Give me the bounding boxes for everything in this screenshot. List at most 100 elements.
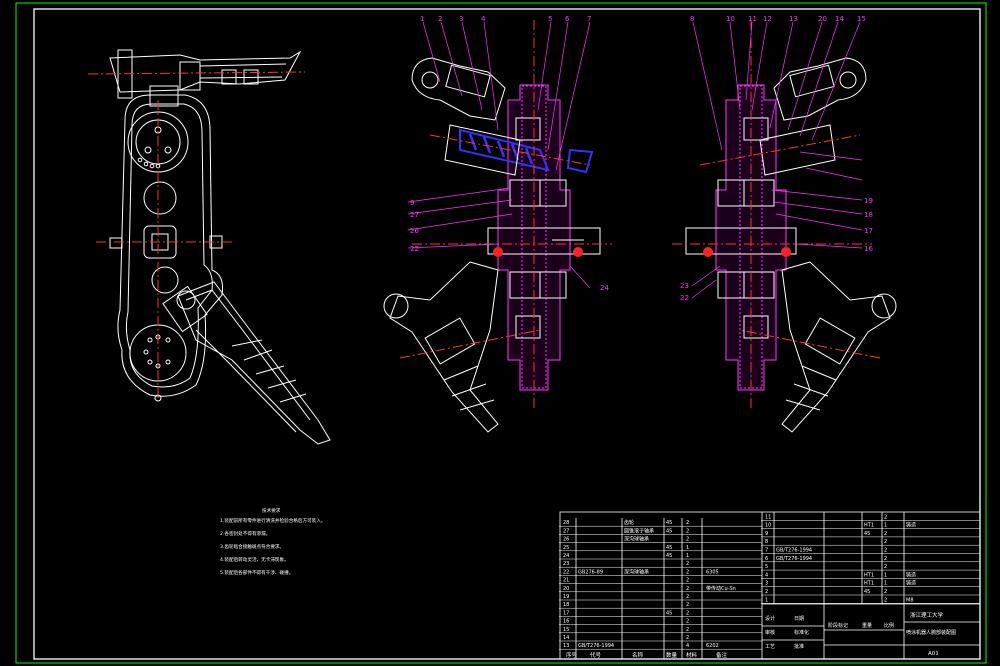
bom-cell: 19 bbox=[563, 594, 569, 600]
bom-cell: 2 bbox=[884, 548, 887, 554]
balloon-20: 20 bbox=[818, 15, 827, 23]
side-view bbox=[87, 49, 331, 445]
balloon-7: 7 bbox=[587, 15, 591, 23]
balloon-5: 5 bbox=[548, 15, 552, 23]
bom-cell: 14 bbox=[563, 635, 569, 641]
bom-cell: 1 bbox=[884, 581, 887, 587]
balloon-9: 9 bbox=[410, 199, 414, 207]
bom-cell: GB276-89 bbox=[578, 569, 603, 575]
bom-cell: 深沟球轴承 bbox=[624, 536, 649, 543]
bom-cell: 45 bbox=[666, 610, 672, 616]
sign-date: 日期 bbox=[794, 616, 804, 622]
bom-cell: 圆锥滚子轴承 bbox=[624, 527, 654, 534]
bom-cell: 11 bbox=[765, 514, 771, 520]
balloon-3: 3 bbox=[459, 15, 463, 23]
bom-cell: 10 bbox=[765, 523, 771, 529]
bom-cell: 45 bbox=[666, 545, 672, 551]
weight-label: 重量 bbox=[862, 622, 872, 629]
bom-cell: 2 bbox=[686, 537, 689, 543]
school-name: 浙江理工大学 bbox=[910, 611, 944, 619]
balloon-19: 19 bbox=[864, 197, 873, 205]
balloon-22r: 22 bbox=[680, 294, 689, 302]
balloon-16: 16 bbox=[864, 245, 873, 253]
bom-cell: 26 bbox=[563, 537, 569, 543]
bom-cell: HT1 bbox=[864, 581, 874, 587]
bom-cell: 13 bbox=[563, 643, 569, 649]
balloon-4: 4 bbox=[481, 15, 486, 23]
balloon-23: 23 bbox=[680, 282, 689, 290]
bom-header-code: 代号 bbox=[590, 651, 602, 659]
bom-cell: 45 bbox=[666, 553, 672, 559]
bom-cell: 2 bbox=[686, 602, 689, 608]
bom-cell: 8 bbox=[765, 539, 768, 545]
title-block bbox=[559, 511, 981, 660]
bom-cell: 18 bbox=[563, 602, 569, 608]
bom-cell: HT1 bbox=[864, 572, 874, 578]
bom-cell: 2 bbox=[686, 586, 689, 592]
bom-cell: 28 bbox=[563, 520, 569, 526]
bom-cell: 5 bbox=[765, 564, 768, 570]
bom-cell: 2 bbox=[686, 594, 689, 600]
bom-cell: 2 bbox=[884, 514, 887, 520]
bom-cell: 2 bbox=[686, 561, 689, 567]
bom-cell: M8 bbox=[906, 597, 914, 603]
sign-approve: 批准 bbox=[794, 643, 804, 650]
bom-cell: 2 bbox=[884, 539, 887, 545]
bom-cell: 2 bbox=[686, 569, 689, 575]
sign-standard: 标准化 bbox=[794, 629, 809, 636]
bom-cell: 24 bbox=[563, 553, 569, 559]
outer-frame bbox=[15, 2, 987, 664]
bom-cell: 3 bbox=[765, 581, 768, 587]
technical-notes: 技术要求 1.装配前所有零件进行清洗并检验合格后方可装入。 2.各密封处不得有渗… bbox=[220, 507, 325, 576]
section-view-left bbox=[383, 20, 612, 433]
bom-header-qty: 数量 bbox=[666, 651, 678, 659]
balloon-11: 11 bbox=[748, 15, 757, 23]
bom-cell: 1 bbox=[765, 597, 768, 603]
note-5: 5.装配后各部件不得有干涉、碰撞。 bbox=[220, 569, 293, 576]
balloon-12: 12 bbox=[763, 15, 772, 23]
bom-cell: 21 bbox=[563, 578, 569, 584]
bom-header-name: 名称 bbox=[632, 651, 644, 659]
bom-cell: 2 bbox=[884, 531, 887, 537]
note-4: 4.装配后转动灵活，无卡滞现象。 bbox=[220, 556, 289, 563]
bom-cell: 2 bbox=[686, 520, 689, 526]
balloon-17: 17 bbox=[864, 227, 873, 235]
balloons-right: 8 10 11 12 13 20 14 15 19 18 17 16 23 22 bbox=[680, 15, 873, 302]
bom-cell: 铸造 bbox=[906, 522, 916, 529]
bom-cell: 1 bbox=[884, 523, 887, 529]
bom-cell: 4 bbox=[765, 572, 768, 578]
bom-cell: 1 bbox=[686, 553, 689, 559]
bom-cell: 2 bbox=[686, 578, 689, 584]
bom-cell: 2 bbox=[686, 619, 689, 625]
bom-cell: 45 bbox=[864, 531, 870, 537]
bom-cell: 2 bbox=[884, 556, 887, 562]
bom-cell: 16 bbox=[563, 619, 569, 625]
bom-cell: 27 bbox=[563, 528, 569, 534]
bom-cell: 2 bbox=[686, 610, 689, 616]
balloon-10: 10 bbox=[726, 15, 735, 23]
bom-cell: 15 bbox=[563, 627, 569, 633]
bom-cell: 45 bbox=[864, 589, 870, 595]
bom-cell: HT1 bbox=[864, 523, 874, 529]
balloon-15: 15 bbox=[857, 15, 866, 23]
title-block-text: 序号 代号 名称 数量 材料 备注 浙江理工大学 喷涂机器人腕部装配图 A01 … bbox=[566, 611, 956, 659]
balloon-24: 24 bbox=[600, 284, 609, 292]
bom-cell: 4 bbox=[686, 643, 689, 649]
bom-cell: 20 bbox=[563, 586, 569, 592]
bom-cell: 9 bbox=[765, 531, 768, 537]
bom-cell: 23 bbox=[563, 561, 569, 567]
bom-cell: 17 bbox=[563, 610, 569, 616]
bom-header-no: 序号 bbox=[566, 651, 578, 659]
bom-cell: 2 bbox=[884, 597, 887, 603]
balloon-14: 14 bbox=[835, 15, 844, 23]
balloon-8: 8 bbox=[690, 15, 694, 23]
note-1: 1.装配前所有零件进行清洗并检验合格后方可装入。 bbox=[220, 517, 325, 524]
bom-cell: 1 bbox=[884, 572, 887, 578]
bom-cell: 2 bbox=[884, 589, 887, 595]
bom-cell: 齿轮 bbox=[624, 519, 634, 526]
sign-process: 工艺 bbox=[765, 644, 775, 650]
bom-cell: 7 bbox=[765, 548, 768, 554]
note-2: 2.各密封处不得有渗漏。 bbox=[220, 530, 270, 537]
